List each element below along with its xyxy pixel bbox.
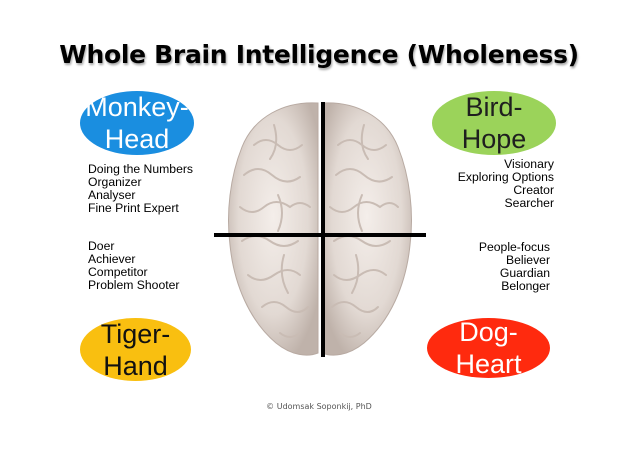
trait-item: Believer xyxy=(505,253,550,267)
oval-label-line: Bird- xyxy=(465,92,523,122)
oval-label-line: Dog- xyxy=(459,317,518,347)
copyright-notice: © Udomsak Soponkij, PhD xyxy=(266,402,372,411)
trait-item: Creator xyxy=(513,183,554,197)
trait-item: Visionary xyxy=(504,157,554,171)
tiger-traits-list: Doer Achiever Competitor Problem Shooter xyxy=(88,240,179,292)
oval-label-line: Tiger- xyxy=(100,318,171,349)
bird-hope-oval: Bird- Hope xyxy=(432,91,556,155)
bird-traits-list: Visionary Exploring Options Creator Sear… xyxy=(440,158,554,210)
trait-item: People-focus xyxy=(478,240,550,254)
monkey-traits-list: Doing the Numbers Organizer Analyser Fin… xyxy=(88,163,193,215)
oval-label-line: Hand xyxy=(103,350,168,381)
trait-item: Belonger xyxy=(501,279,550,293)
dog-traits-list: People-focus Believer Guardian Belonger xyxy=(440,241,550,293)
trait-item: Competitor xyxy=(88,265,148,279)
oval-label-line: Head xyxy=(104,124,170,154)
dog-heart-oval: Dog- Heart xyxy=(427,317,550,379)
trait-item: Doing the Numbers xyxy=(88,162,193,176)
diagram-title: Whole Brain Intelligence (Wholeness) xyxy=(59,40,579,69)
oval-label-line: Hope xyxy=(461,124,527,154)
tiger-hand-oval: Tiger- Hand xyxy=(80,318,191,381)
brain-hemispheres xyxy=(228,102,412,356)
brain-illustration xyxy=(214,102,426,357)
trait-item: Searcher xyxy=(504,196,554,210)
trait-item: Doer xyxy=(88,239,115,253)
monkey-head-oval: Monkey- Head xyxy=(80,91,194,155)
trait-item: Guardian xyxy=(499,266,550,280)
oval-label-line: Heart xyxy=(455,349,522,379)
trait-item: Problem Shooter xyxy=(88,278,180,292)
trait-item: Achiever xyxy=(88,252,136,266)
trait-item: Fine Print Expert xyxy=(88,201,179,215)
trait-item: Exploring Options xyxy=(457,170,554,184)
quadrant-crosshair xyxy=(214,102,426,357)
oval-label-line: Monkey- xyxy=(85,92,189,122)
trait-item: Organizer xyxy=(88,175,142,189)
trait-item: Analyser xyxy=(88,188,136,202)
